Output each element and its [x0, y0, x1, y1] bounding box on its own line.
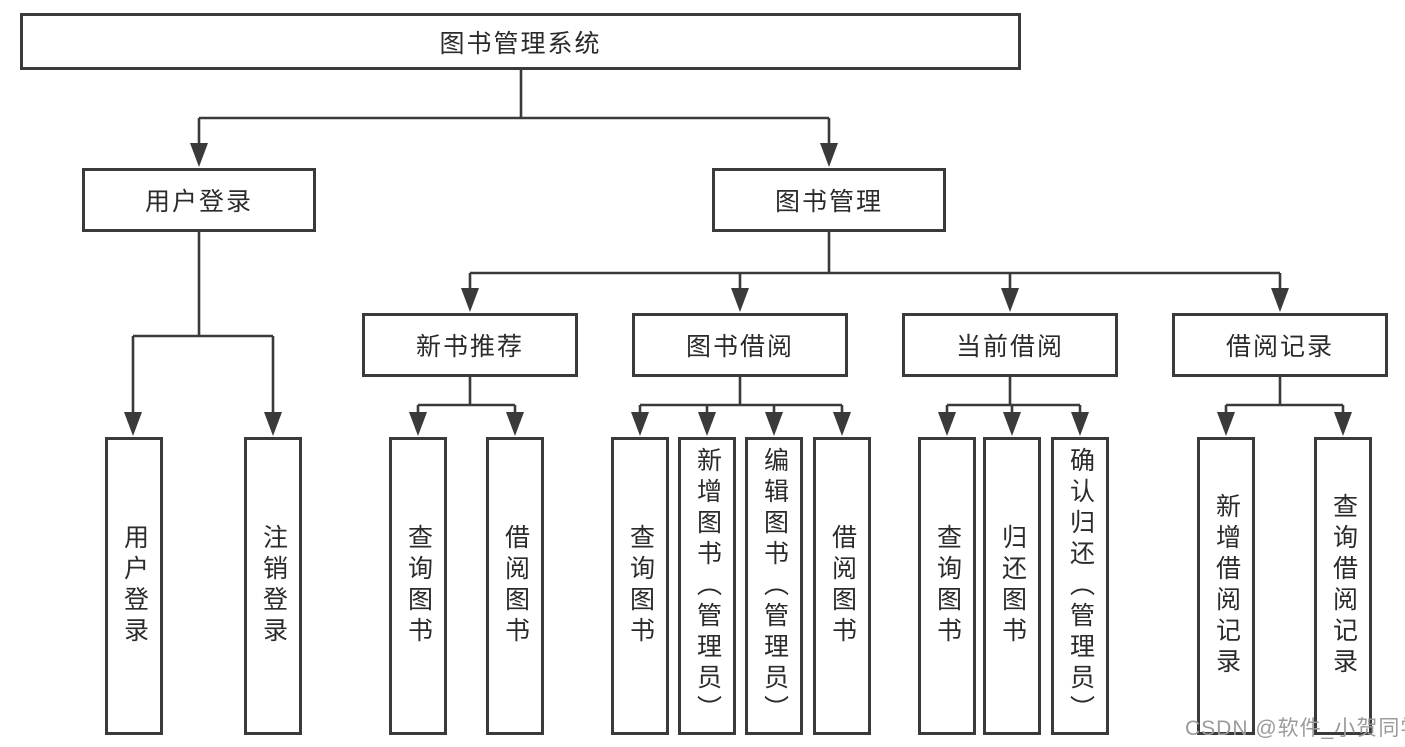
node-borrowing-records: 借阅记录	[1172, 313, 1388, 377]
leaf-user-login: 用户登录	[105, 437, 163, 735]
leaf-query-borrow-record: 查询借阅记录	[1314, 437, 1372, 735]
leaf-query-books-newbook: 查询图书	[389, 437, 447, 735]
leaf-logout: 注销登录	[244, 437, 302, 735]
node-book-management: 图书管理	[712, 168, 946, 232]
csdn-watermark: CSDN @软件_小贺同学	[1185, 717, 1405, 740]
connector-userlogin-to-leaves	[124, 232, 282, 436]
node-user-login: 用户登录	[82, 168, 316, 232]
node-book-borrowing: 图书借阅	[632, 313, 848, 377]
leaf-edit-books-admin: 编辑图书（管理员）	[745, 437, 803, 735]
leaf-confirm-return-admin: 确认归还（管理员）	[1051, 437, 1109, 735]
connector-root-to-level2	[190, 69, 838, 167]
connector-bookmgmt-to-level3	[461, 232, 1289, 312]
leaf-return-books: 归还图书	[983, 437, 1041, 735]
leaf-query-books-borrow: 查询图书	[611, 437, 669, 735]
leaf-borrow-books: 借阅图书	[813, 437, 871, 735]
connector-newbook-to-leaves	[409, 377, 524, 436]
leaf-borrow-books-newbook: 借阅图书	[486, 437, 544, 735]
node-new-book-recommendation: 新书推荐	[362, 313, 578, 377]
connector-borrowrecord-to-leaves	[1217, 377, 1352, 436]
connector-bookborrow-to-leaves	[631, 377, 851, 436]
node-current-borrowing: 当前借阅	[902, 313, 1118, 377]
leaf-add-books-admin: 新增图书（管理员）	[678, 437, 736, 735]
node-library-management-system: 图书管理系统	[20, 13, 1021, 70]
leaf-add-borrow-record: 新增借阅记录	[1197, 437, 1255, 735]
connector-currentborrow-to-leaves	[938, 377, 1089, 436]
leaf-query-books-current: 查询图书	[918, 437, 976, 735]
